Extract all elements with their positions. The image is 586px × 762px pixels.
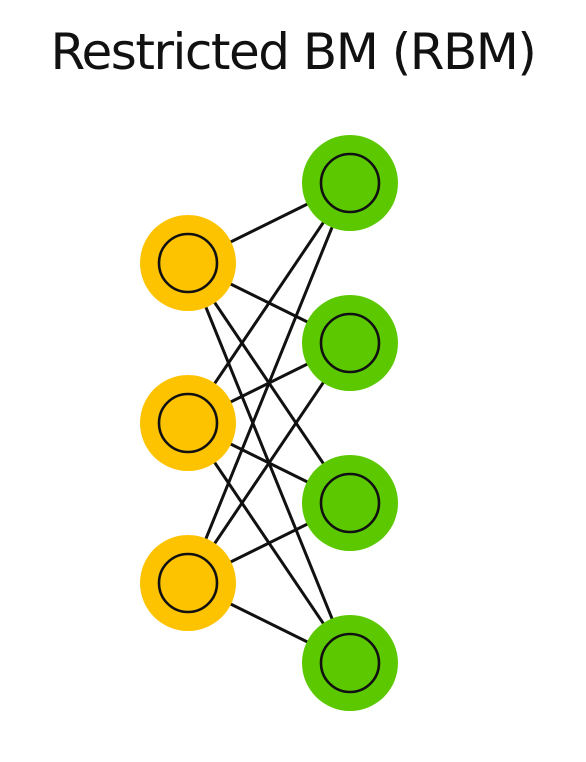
hidden-node-1-outer	[302, 135, 398, 231]
visible-node-2-inner-ring	[157, 392, 219, 454]
node-layer	[140, 135, 398, 711]
hidden-node-2-inner-ring	[319, 312, 381, 374]
visible-node-1-outer	[140, 215, 236, 311]
edge-v3-h1	[186, 181, 352, 585]
hidden-node-2	[302, 295, 398, 391]
edge-v2-h1	[186, 181, 352, 425]
visible-node-1-inner-ring	[157, 232, 219, 294]
edge-v3-h2	[186, 341, 352, 585]
visible-node-1	[140, 215, 236, 311]
hidden-node-4-outer	[302, 615, 398, 711]
visible-node-3	[140, 535, 236, 631]
visible-node-3-inner-ring	[157, 552, 219, 614]
hidden-node-3	[302, 455, 398, 551]
hidden-node-4	[302, 615, 398, 711]
visible-node-2	[140, 375, 236, 471]
diagram-title: Restricted BM (RBM)	[50, 23, 537, 81]
visible-node-3-outer	[140, 535, 236, 631]
hidden-node-3-inner-ring	[319, 472, 381, 534]
hidden-node-4-inner-ring	[319, 632, 381, 694]
hidden-node-1-inner-ring	[319, 152, 381, 214]
hidden-node-2-outer	[302, 295, 398, 391]
visible-node-2-outer	[140, 375, 236, 471]
hidden-node-1	[302, 135, 398, 231]
hidden-node-3-outer	[302, 455, 398, 551]
